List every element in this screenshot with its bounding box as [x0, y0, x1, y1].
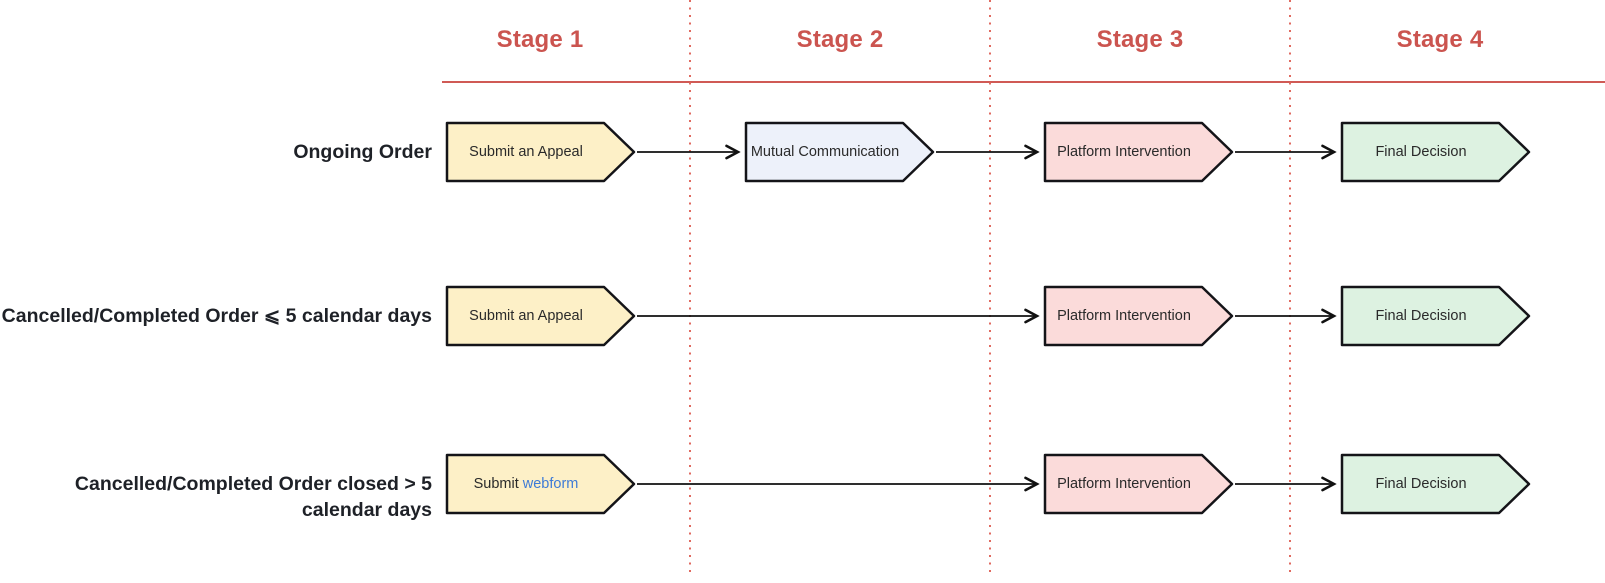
node-label: Platform Intervention	[1057, 308, 1191, 324]
node-label-prefix: Submit	[473, 476, 519, 492]
node-label: Submit webform	[447, 453, 605, 515]
pentagon-shape	[1043, 285, 1234, 347]
node-label: Submit an Appeal	[469, 144, 583, 160]
flow-node-final-decision: Final Decision	[1340, 453, 1532, 515]
webform-link[interactable]: webform	[522, 476, 579, 492]
node-label: Final Decision	[1375, 308, 1467, 324]
node-label: Platform Intervention	[1057, 476, 1191, 492]
node-label: Final Decision	[1375, 476, 1467, 492]
pentagon-shape	[1340, 285, 1531, 347]
flow-node-submit-webform: Submit webform	[445, 453, 637, 515]
row-label-cancelled-over-5-days: Cancelled/Completed Order closed > 5 cal…	[74, 473, 432, 521]
stage-header-2: Stage 2	[796, 26, 884, 53]
node-label: Submit an Appeal	[469, 308, 583, 324]
pentagon-shape	[1340, 453, 1531, 515]
stage-header-1: Stage 1	[496, 26, 584, 53]
row-label-cancelled-within-5-days: Cancelled/Completed Order ⩽ 5 calendar d…	[1, 305, 432, 327]
flow-node-submit-appeal: Submit an Appeal	[445, 285, 637, 347]
pentagon-shape	[1043, 121, 1234, 183]
row-label-ongoing-order: Ongoing Order	[293, 141, 432, 163]
stage-header-3: Stage 3	[1096, 26, 1184, 53]
pentagon-shape	[1340, 121, 1531, 183]
flow-node-submit-appeal: Submit an Appeal	[445, 121, 637, 183]
pentagon-shape	[445, 285, 636, 347]
pentagon-shape	[1043, 453, 1234, 515]
flow-node-platform-intervention: Platform Intervention	[1043, 121, 1235, 183]
flow-node-final-decision: Final Decision	[1340, 285, 1532, 347]
node-label: Mutual Communication	[750, 144, 900, 160]
flow-node-mutual-communication: Mutual Communication	[744, 121, 936, 183]
pentagon-shape	[744, 121, 935, 183]
node-label: Platform Intervention	[1057, 144, 1191, 160]
pentagon-shape	[445, 453, 636, 515]
flow-node-platform-intervention: Platform Intervention	[1043, 285, 1235, 347]
node-label: Final Decision	[1375, 144, 1467, 160]
flow-node-platform-intervention: Platform Intervention	[1043, 453, 1235, 515]
stage-header-4: Stage 4	[1396, 26, 1484, 53]
pentagon-shape	[445, 121, 636, 183]
flow-node-final-decision: Final Decision	[1340, 121, 1532, 183]
